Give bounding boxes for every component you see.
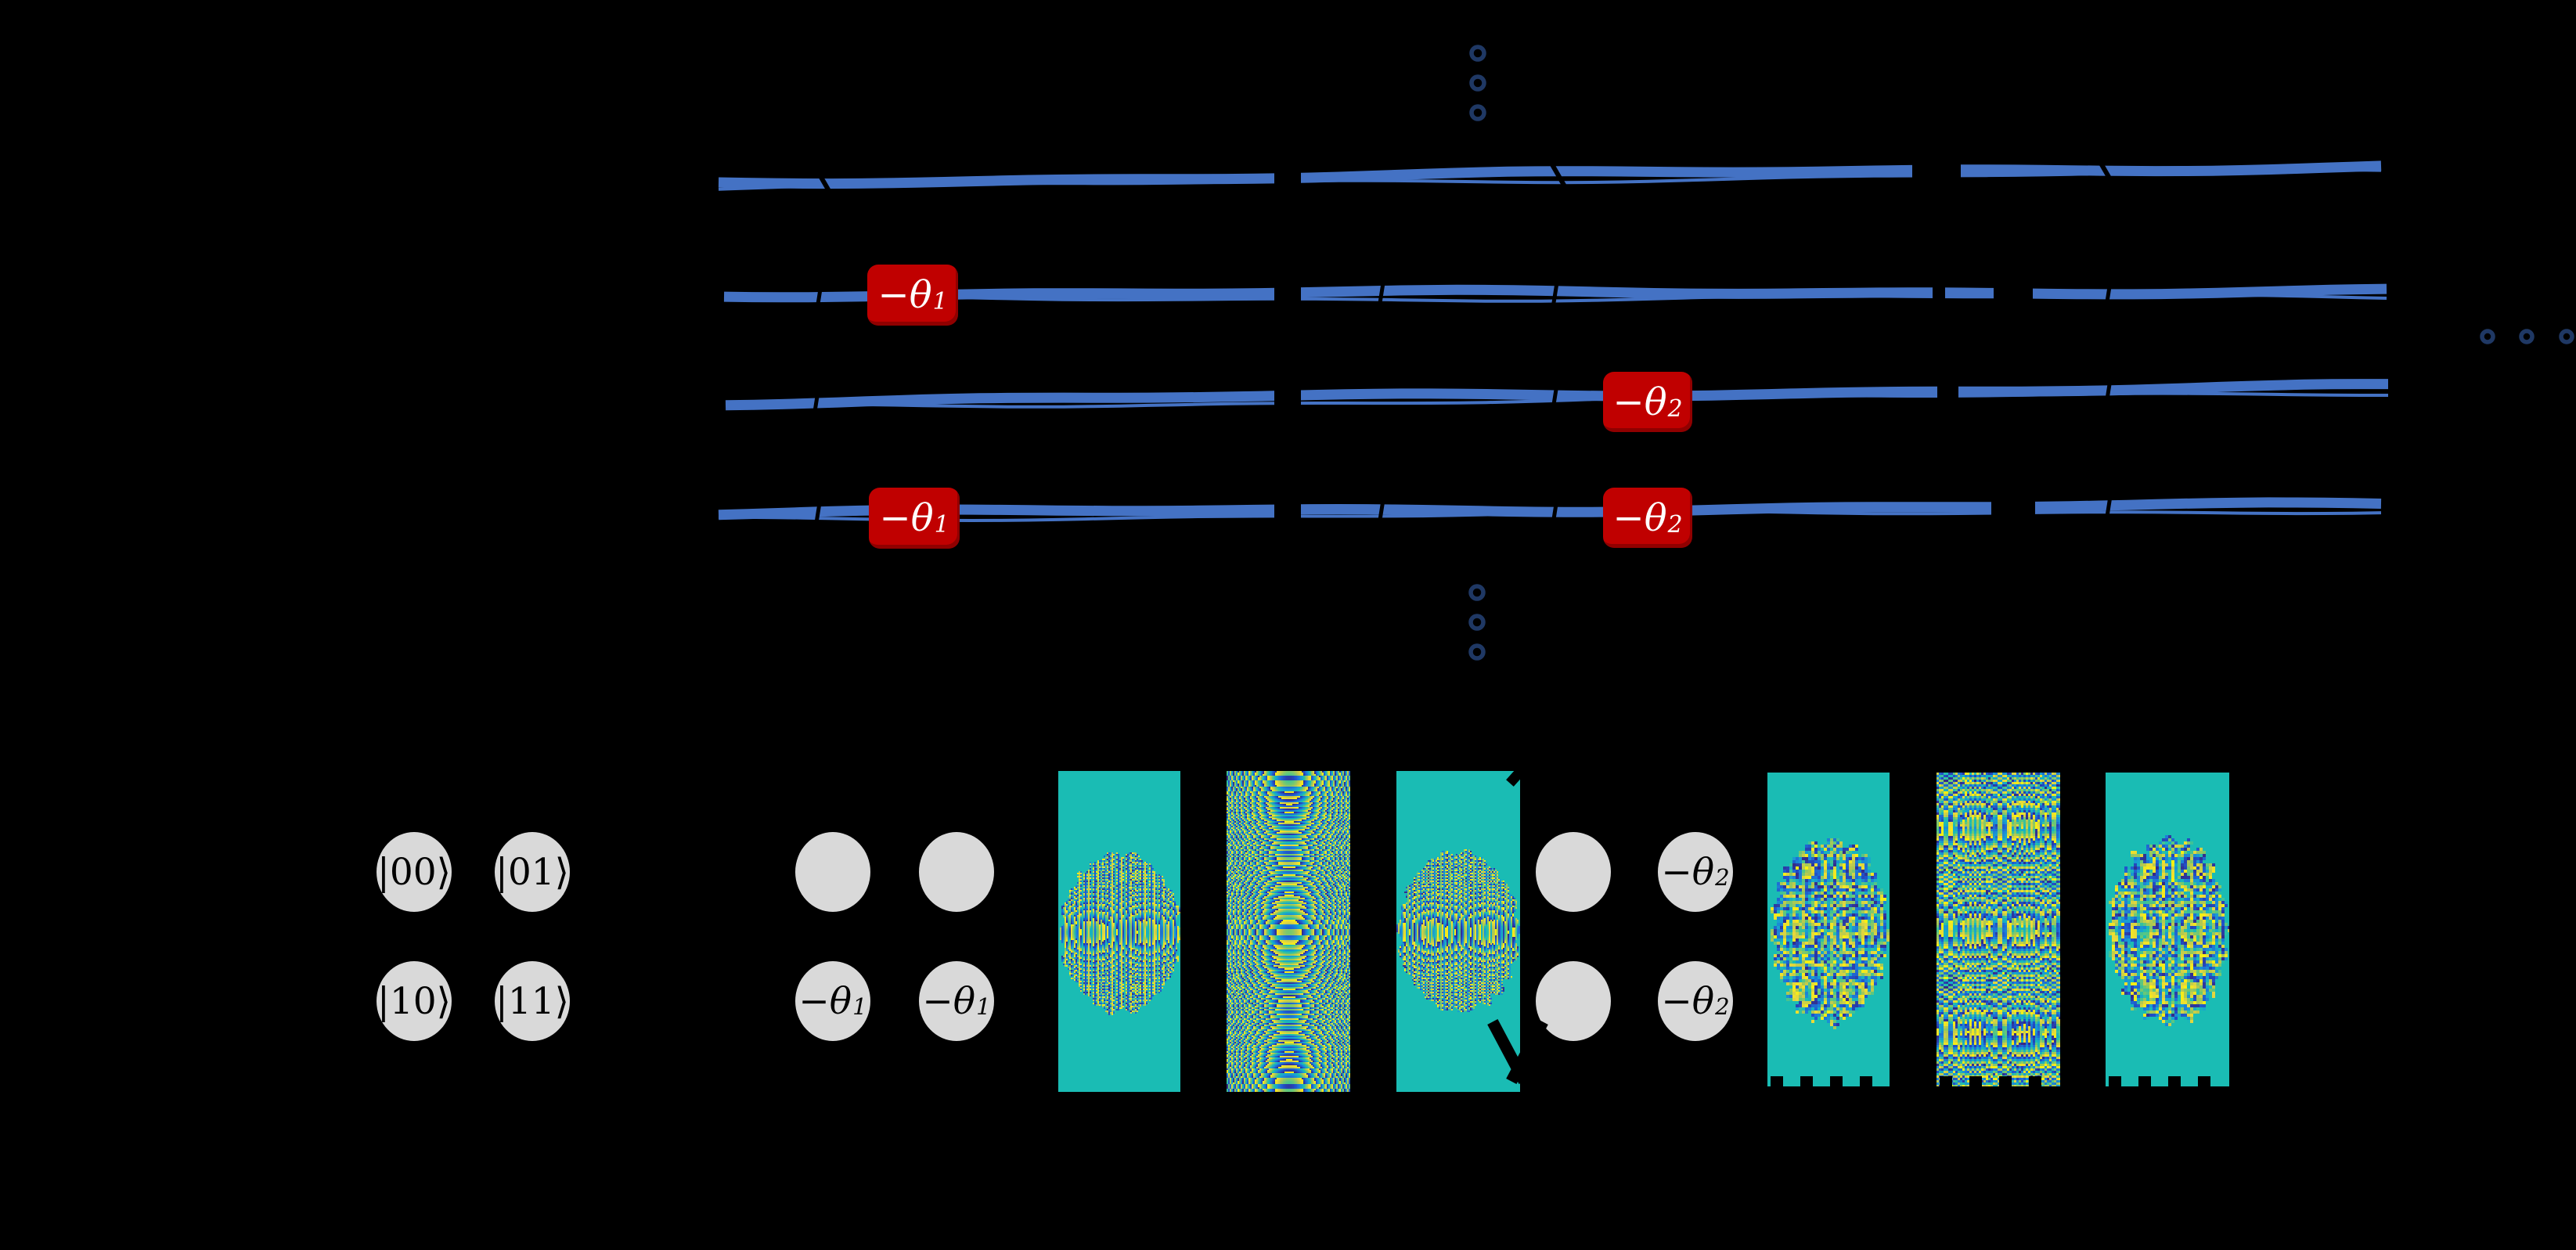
ellipsis-dot xyxy=(1469,104,1486,121)
ellipsis-dot xyxy=(2559,329,2574,344)
phase-disk-blank xyxy=(795,832,870,912)
wire-tick xyxy=(1378,498,1385,522)
gate-label: −θ xyxy=(1612,380,1667,424)
dashed-tick-row xyxy=(1771,1076,1888,1088)
wire-tick xyxy=(1551,280,1559,305)
ellipsis-dot xyxy=(1468,584,1486,601)
gate-label: −θ xyxy=(1612,495,1667,540)
quantum-wire-sketch-edge xyxy=(725,391,2388,409)
phase-disk-blank xyxy=(1536,961,1611,1041)
ellipsis-dot xyxy=(2480,329,2495,344)
quantum-wire-sketch-edge xyxy=(718,168,2382,191)
basis-disk-10: |10⟩ xyxy=(376,961,452,1041)
wire-tick xyxy=(1551,497,1559,521)
quantum-wire-sketch-edge xyxy=(719,509,2382,523)
wire-slash xyxy=(813,166,834,196)
wire-tick xyxy=(2105,377,2113,402)
basis-disk-01: |01⟩ xyxy=(495,832,570,912)
phase-plot-panel-6 xyxy=(2106,773,2229,1086)
ellipsis-dot xyxy=(1468,614,1486,631)
gate-label: −θ xyxy=(879,496,934,540)
ellipsis-dot xyxy=(1468,643,1486,661)
phase-plot-panel-2 xyxy=(1227,771,1350,1092)
wire-tick xyxy=(1551,382,1559,407)
wire-gap xyxy=(1933,279,1945,305)
wire-gap xyxy=(1912,157,1961,183)
wire-slash xyxy=(2094,153,2114,184)
phase-plot-panel-4 xyxy=(1767,773,1890,1086)
ellipsis-dot xyxy=(1469,45,1486,62)
basis-disk-11: |11⟩ xyxy=(495,961,570,1041)
wire-gap xyxy=(1274,141,1301,564)
wire-tick xyxy=(1378,281,1385,305)
gate-label: −θ xyxy=(877,273,932,317)
phase-plot-panel-1 xyxy=(1058,771,1180,1092)
wire-slash xyxy=(1547,159,1568,189)
ellipsis-dot xyxy=(1469,74,1486,92)
wire-tick xyxy=(2105,494,2113,519)
wire-gap xyxy=(1994,279,2033,304)
wire-gap xyxy=(1991,494,2035,520)
phase-disk-blank xyxy=(1536,832,1611,912)
wire-tick xyxy=(812,389,820,414)
wire-tick xyxy=(2105,279,2113,304)
phase-plot-panel-5 xyxy=(1937,773,2060,1086)
wire-gap xyxy=(1937,378,1958,404)
wire-tick xyxy=(816,282,823,307)
dashed-tick-row xyxy=(2109,1076,2228,1088)
wire-tick xyxy=(814,501,822,525)
ellipsis-dot xyxy=(2519,329,2535,344)
dashed-tick-row xyxy=(1940,1076,2059,1088)
basis-disk-00: |00⟩ xyxy=(376,832,452,912)
phase-disk-blank xyxy=(919,832,994,912)
